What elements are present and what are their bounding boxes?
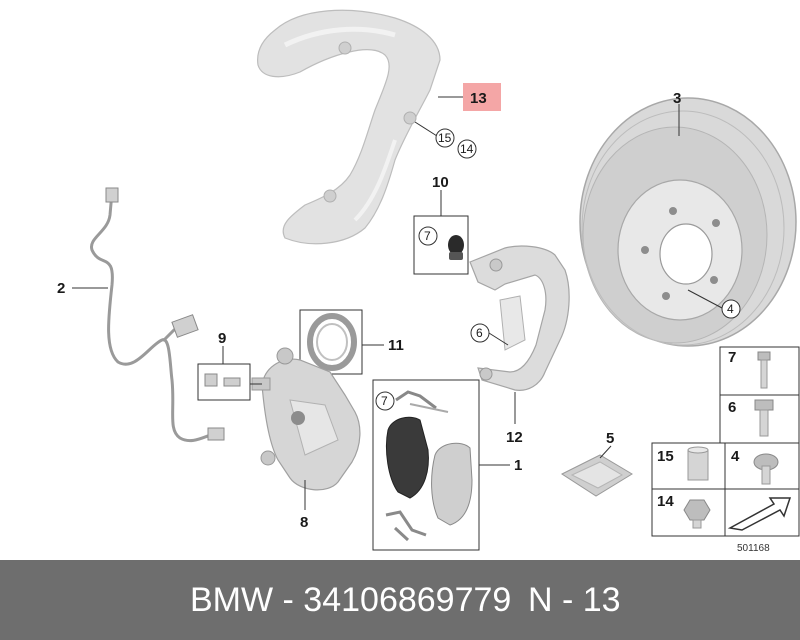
hardware-label-6: 6 [728,399,736,416]
seal-kit [299,309,363,375]
callout-disc-bolt-ref: 4 [727,302,734,316]
hardware-label-7: 7 [728,349,736,366]
hardware-bolt-7 [757,351,771,389]
hardware-screw-4 [753,453,779,485]
callout-bleeder-kit: 9 [218,330,226,347]
hardware-sleeve-15 [687,446,709,481]
hardware-label-15: 15 [657,448,674,465]
callout-shield-screw-b: 14 [460,142,474,156]
parts-diagram: 3 4 2 13 15 14 10 7 6 12 9 11 8 1 7 5 7 … [57,9,800,554]
callout-sensor: 2 [57,280,65,297]
image-reference: 501168 [737,543,770,554]
footer-part-number: BMW - 34106869779 [190,581,512,619]
callout-pad-set: 1 [514,457,522,474]
callout-disc: 3 [673,90,681,107]
footer-bar: BMW - 34106869779 N - 13 [0,560,800,640]
hardware-bolt-6 [754,399,774,437]
callout-bushing-kit: 10 [432,174,449,191]
hardware-label-14: 14 [657,493,674,510]
callout-seal-kit: 11 [388,337,404,354]
brake-grease [560,454,633,497]
brake-disc [579,97,797,347]
hardware-screw-14 [683,499,711,529]
callout-dust-shield: 13 [470,90,487,107]
callout-pad-set-ref: 7 [381,394,388,408]
callout-carrier: 12 [506,429,523,446]
bleeder-kit [197,363,251,401]
caliper-carrier [469,245,570,391]
hardware-panel [651,346,800,537]
hardware-label-4: 4 [731,448,740,465]
callouts: 3 4 2 13 15 14 10 7 6 12 9 11 8 1 7 5 7 … [57,83,770,554]
direction-arrow-icon [727,497,792,531]
callout-carrier-ref: 6 [476,326,483,340]
leader-lines [72,96,723,510]
callout-shield-screw-a: 15 [438,131,452,145]
callout-grease: 5 [606,430,614,447]
callout-caliper: 8 [300,514,308,531]
callout-bushing-kit-ref: 7 [424,229,431,243]
dust-shield [257,9,441,245]
wheel-speed-sensor [90,187,225,443]
dust-shield-highlight [463,83,501,111]
bushing-kit [413,215,469,275]
footer-position: N - 13 [528,581,621,619]
